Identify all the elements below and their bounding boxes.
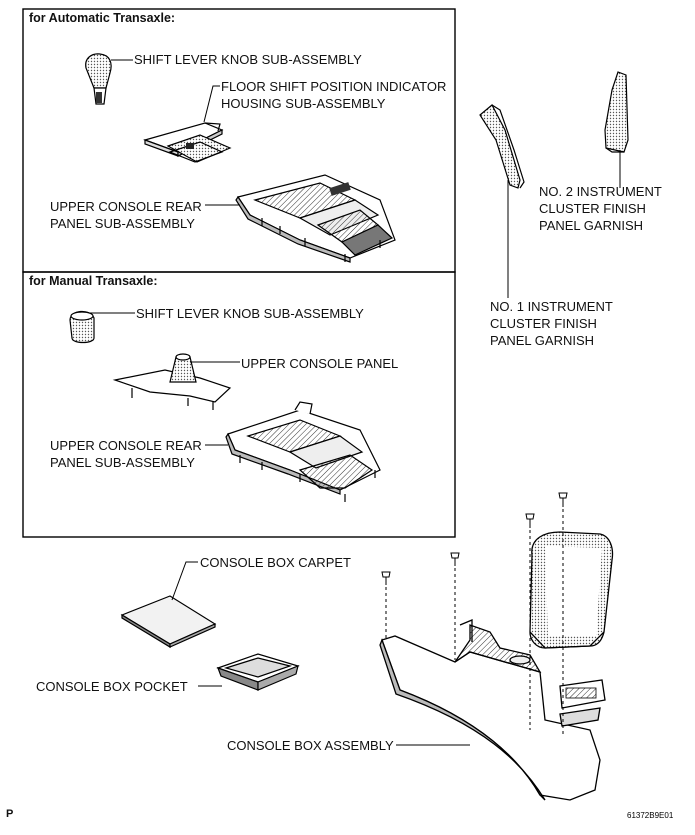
screw-2 [450, 552, 460, 566]
auto-indicator-housing [143, 122, 232, 163]
auto-shift-knob [85, 53, 112, 105]
automatic-section-header: for Automatic Transaxle: [29, 11, 176, 25]
label-upper-console-panel: UPPER CONSOLE PANEL [241, 356, 399, 371]
screw-3 [525, 513, 535, 528]
manual-upper-console-panel [112, 353, 232, 410]
label-garnish-no2: NO. 2 INSTRUMENT CLUSTER FINISH PANEL GA… [539, 184, 662, 233]
label-console-box-carpet: CONSOLE BOX CARPET [200, 555, 351, 570]
manual-section-header: for Manual Transaxle: [29, 274, 158, 288]
footer-page-marker: P [6, 808, 14, 820]
label-console-box-pocket: CONSOLE BOX POCKET [36, 679, 188, 694]
label-manual-shift-lever-knob: SHIFT LEVER KNOB SUB-ASSEMBLY [136, 306, 364, 321]
auto-rear-panel [235, 174, 396, 263]
screw-4 [558, 492, 568, 507]
manual-section-frame [22, 271, 456, 538]
leader-auto-indicator [203, 85, 220, 123]
screw-1 [381, 571, 391, 585]
label-manual-upper-console-rear-panel: UPPER CONSOLE REAR PANEL SUB-ASSEMBLY [50, 438, 202, 470]
label-floor-shift-indicator-housing: FLOOR SHIFT POSITION INDICATOR HOUSING S… [221, 79, 447, 111]
manual-rear-panel [225, 401, 381, 502]
label-auto-shift-lever-knob: SHIFT LEVER KNOB SUB-ASSEMBLY [134, 52, 362, 67]
label-console-box-assembly: CONSOLE BOX ASSEMBLY [227, 738, 394, 753]
manual-shift-knob [69, 310, 95, 344]
console-box-carpet [120, 595, 217, 649]
leader-carpet [171, 561, 198, 601]
alignment-dashes [385, 509, 564, 735]
garnish-no1 [479, 104, 525, 189]
garnish-no2 [604, 71, 629, 153]
label-auto-upper-console-rear-panel: UPPER CONSOLE REAR PANEL SUB-ASSEMBLY [50, 199, 202, 231]
footer-figure-id: 61372B9E01 [627, 811, 674, 820]
console-box-pocket [216, 653, 300, 691]
label-garnish-no1: NO. 1 INSTRUMENT CLUSTER FINISH PANEL GA… [490, 299, 613, 348]
console-box-assembly [379, 531, 614, 801]
